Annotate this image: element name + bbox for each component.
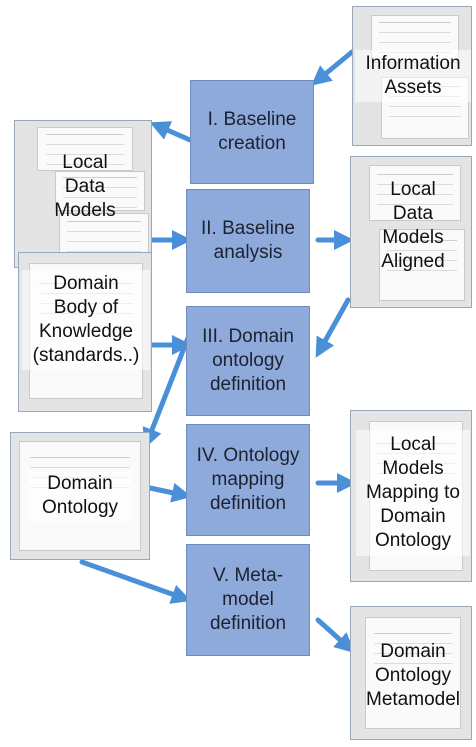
arrow-domain-ontology-to-metamodel-def bbox=[79, 559, 192, 604]
artifact-local-data-models bbox=[14, 120, 152, 268]
arrow-baseline-to-local-models bbox=[149, 121, 193, 143]
arrow-assets-to-baseline bbox=[311, 49, 355, 86]
step-baseline-creation: I. Baseline creation bbox=[190, 80, 314, 184]
step-domain-ontology-definition: III. Domain ontology definition bbox=[186, 306, 310, 416]
arrow-ontology-def-to-domain-ontology bbox=[142, 335, 191, 449]
label-local-data-models: Local Data Models bbox=[54, 152, 116, 221]
label-local-models-mapping: Local Models Mapping to Domain Ontology bbox=[356, 430, 470, 556]
label-local-data-models-aligned: Local Data Models Aligned bbox=[381, 179, 445, 272]
artifact-local-data-models-aligned bbox=[350, 156, 472, 308]
label-information-assets: Information Assets bbox=[355, 50, 471, 102]
document-thumbnail bbox=[37, 127, 133, 171]
step-metamodel-definition: V. Meta- model definition bbox=[186, 544, 310, 656]
artifact-domain-ontology-metamodel bbox=[350, 606, 472, 740]
arrow-domain-ontology-to-mapping bbox=[147, 482, 192, 503]
arrow-aligned-to-ontology-def bbox=[315, 297, 351, 358]
label-domain-body-of-knowledge: Domain Body of Knowledge (standards..) bbox=[22, 270, 150, 370]
document-thumbnail bbox=[379, 229, 465, 301]
label-domain-ontology-metamodel: Domain Ontology Metamodel bbox=[366, 641, 460, 710]
document-thumbnail bbox=[55, 171, 145, 211]
label-domain-ontology: Domain Ontology bbox=[28, 470, 132, 522]
step-baseline-analysis: II. Baseline analysis bbox=[186, 189, 310, 293]
arrow-metamodel-def-to-metamodel bbox=[315, 617, 355, 654]
step-ontology-mapping-definition: IV. Ontology mapping definition bbox=[186, 424, 310, 536]
document-thumbnail bbox=[365, 617, 461, 729]
document-thumbnail bbox=[369, 165, 461, 221]
